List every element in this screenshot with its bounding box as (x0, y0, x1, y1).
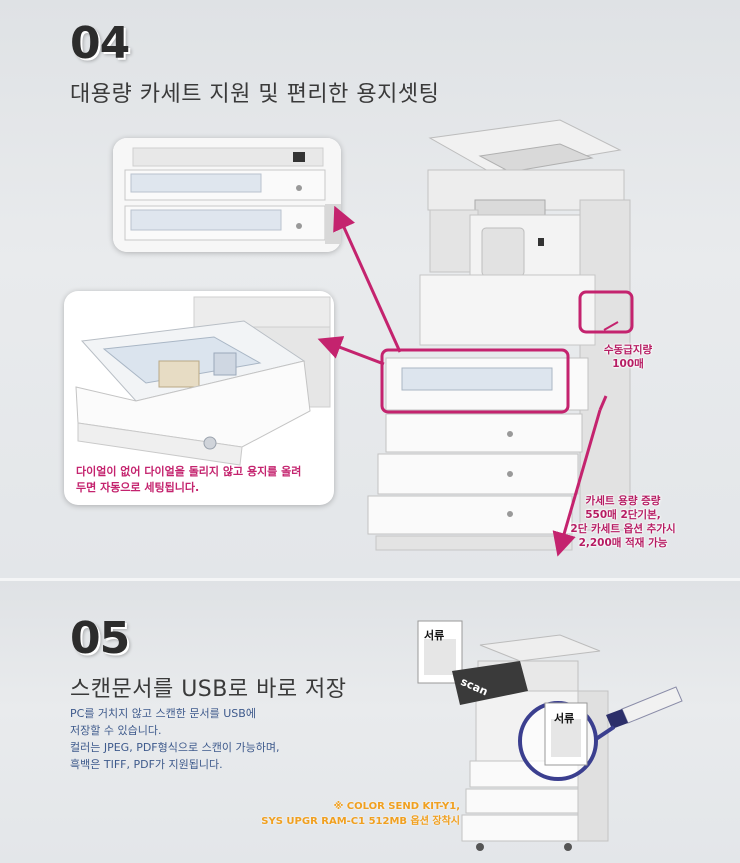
description-line-2: 저장할 수 있습니다. (70, 724, 162, 737)
drawer-zoom-card: 다이얼이 없어 다이얼을 돌리지 않고 용지를 올려 두면 자동으로 세팅됩니다… (64, 291, 334, 505)
section-cassette: 04 대용량 카세트 지원 및 편리한 용지셋팅 (0, 0, 740, 578)
dial-caption: 다이얼이 없어 다이얼을 돌리지 않고 용지를 올려 두면 자동으로 세팅됩니다… (76, 464, 328, 496)
option-note-line-2: SYS UPGR RAM-C1 512MB 옵션 장착시 (261, 816, 460, 827)
description-line-4: 흑백은 TIFF, PDF가 지원됩니다. (70, 758, 223, 771)
manual-feed-label: 수동급지량 100매 (580, 343, 676, 371)
section-usb-scan: 05 스캔문서를 USB로 바로 저장 PC를 거치지 않고 스캔한 문서를 U… (0, 581, 740, 863)
option-note: ※ COLOR SEND KIT-Y1, SYS UPGR RAM-C1 512… (220, 799, 460, 829)
section-title: 대용량 카세트 지원 및 편리한 용지셋팅 (70, 82, 440, 107)
manual-feed-line-1: 수동급지량 (603, 344, 653, 356)
section-divider (0, 578, 740, 581)
pointer-arrows (317, 205, 619, 557)
cassette-line-2: 550매 2단기본, (585, 509, 661, 521)
usb-description: PC를 거치지 않고 스캔한 문서를 USB에 저장할 수 있습니다. 컬러는 … (70, 705, 370, 773)
cassette-line-1: 카세트 용량 증량 (585, 495, 661, 507)
manual-feed-line-2: 100매 (612, 358, 644, 370)
open-drawer-illustration (75, 296, 331, 466)
cassette-line-4: 2,200매 적재 가능 (578, 537, 668, 549)
doc-label-bottom: 서류 (554, 712, 575, 725)
usb-scan-illustration (417, 620, 683, 851)
description-line-3: 컬러는 JPEG, PDF형식으로 스캔이 가능하며, (70, 741, 280, 754)
description-line-1: PC를 거치지 않고 스캔한 문서를 USB에 (70, 707, 256, 720)
option-note-line-1: ※ COLOR SEND KIT-Y1, (333, 801, 460, 812)
doc-label-top: 서류 (424, 629, 445, 642)
cassette-capacity-label: 카세트 용량 증량 550매 2단기본, 2단 카세트 옵션 추가시 2,200… (548, 494, 698, 550)
section-number: 04 (70, 18, 130, 69)
dial-caption-line-2: 두면 자동으로 세팅됩니다. (76, 481, 200, 494)
section-title: 스캔문서를 USB로 바로 저장 (70, 677, 347, 702)
cassette-drawers-illustration (113, 138, 341, 252)
cassette-line-3: 2단 카세트 옵션 추가시 (570, 523, 676, 535)
dial-caption-line-1: 다이얼이 없어 다이얼을 돌리지 않고 용지를 올려 (76, 465, 302, 478)
copier-illustration (367, 119, 634, 551)
section-number: 05 (70, 613, 130, 664)
cassette-zoom-card (113, 138, 341, 252)
